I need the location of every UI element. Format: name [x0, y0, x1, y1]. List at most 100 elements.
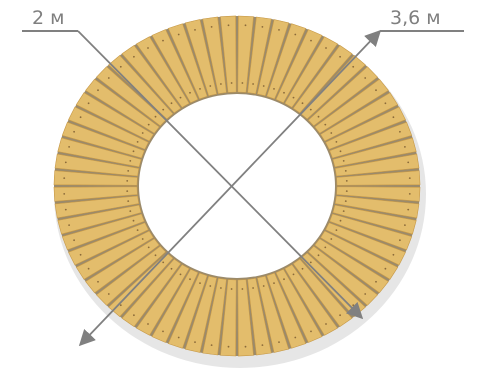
slat-bolt	[133, 314, 135, 317]
slat-bolt	[162, 108, 165, 111]
slat-bolt	[64, 208, 67, 211]
slat-bolt	[262, 285, 265, 287]
slat-bolt	[79, 253, 82, 256]
slat-bolt	[194, 341, 196, 343]
slat-bolt	[147, 323, 149, 325]
slat-bolt	[73, 239, 75, 242]
slat-bolt	[147, 47, 149, 49]
slat-bolt	[97, 280, 99, 283]
slat-bolt	[136, 229, 139, 232]
slat-bolt	[210, 344, 213, 346]
slat-bolt	[392, 116, 395, 119]
slat-bolt	[107, 293, 110, 295]
slat-bolt	[344, 170, 347, 172]
slat-bolt	[177, 33, 180, 36]
slat-bolt	[324, 123, 327, 126]
slat-bolt	[244, 24, 247, 27]
slat-bolt	[342, 210, 345, 213]
slat-bolt	[352, 304, 355, 307]
slat-bolt	[230, 288, 233, 290]
slat-bolt	[273, 282, 275, 284]
slat-bolt	[375, 89, 377, 92]
slat-bolt	[375, 280, 377, 283]
slat-bolt	[252, 83, 255, 85]
slat-bolt	[364, 77, 367, 79]
slat-bolt	[345, 190, 348, 193]
slat-bolt	[63, 193, 66, 195]
slat-bolt	[199, 88, 201, 90]
slat-bolt	[147, 246, 150, 249]
slat-bolt	[407, 208, 410, 211]
slat-bolt	[136, 141, 139, 143]
slat-bolt	[339, 219, 342, 222]
slat-bolt	[344, 200, 347, 203]
slat-bolt	[170, 102, 173, 105]
slat-bolt	[262, 85, 265, 87]
slat-bolt	[342, 160, 345, 162]
slat-bolt	[335, 229, 338, 232]
slat-bolt	[292, 273, 295, 276]
inner-diameter-label: 2 м	[32, 7, 65, 29]
slat-bolt	[141, 238, 144, 240]
slat-bolt	[87, 102, 90, 105]
slat-bolt	[330, 132, 333, 134]
slat-bolt	[129, 210, 132, 213]
slat-bolt	[278, 29, 280, 31]
slat-bolt	[294, 33, 297, 36]
slat-bolt	[310, 330, 312, 333]
slat-bolt	[339, 55, 341, 58]
slat-bolt	[292, 96, 295, 99]
slat-bolt	[64, 161, 67, 164]
slat-bolt	[189, 91, 191, 94]
slat-bolt	[261, 26, 264, 28]
slat-bolt	[79, 116, 82, 119]
slat-bolt	[97, 89, 99, 92]
slat-bolt	[127, 200, 130, 203]
slat-bolt	[133, 55, 135, 58]
slat-bolt	[209, 85, 212, 87]
slat-bolt	[194, 29, 196, 31]
slat-bolt	[209, 285, 212, 287]
slat-bolt	[408, 177, 411, 180]
slat-bolt	[273, 88, 275, 90]
slat-bolt	[325, 47, 327, 49]
slat-bolt	[162, 330, 164, 333]
slat-bolt	[177, 336, 180, 339]
slat-bolt	[179, 96, 182, 99]
slat-bolt	[154, 115, 157, 118]
slat-bolt	[210, 26, 213, 28]
slat-bolt	[404, 146, 406, 148]
slat-bolt	[324, 246, 327, 249]
slat-bolt	[241, 82, 244, 84]
slat-bolt	[162, 39, 164, 42]
slat-bolt	[141, 132, 144, 134]
slat-bolt	[132, 150, 135, 153]
slat-bolt	[63, 177, 66, 180]
slat-bolt	[227, 345, 230, 348]
slat-bolt	[252, 287, 255, 289]
slat-bolt	[408, 193, 411, 195]
slat-bolt	[87, 267, 90, 270]
slat-bolt	[230, 82, 233, 84]
slat-bolt	[283, 278, 285, 281]
slat-bolt	[68, 224, 70, 227]
slat-bolt	[310, 39, 312, 42]
slat-bolt	[127, 170, 130, 172]
slat-bolt	[325, 323, 327, 325]
slat-bolt	[392, 253, 395, 256]
slat-bolt	[199, 282, 201, 284]
slat-bolt	[132, 219, 135, 222]
slat-bolt	[294, 336, 297, 339]
slat-bolt	[220, 287, 222, 289]
slat-bolt	[309, 261, 312, 264]
slat-bolt	[119, 304, 122, 307]
slat-bolt	[317, 254, 320, 257]
slat-bolt	[241, 288, 244, 290]
slat-bolt	[227, 24, 230, 27]
slat-bolt	[399, 130, 401, 133]
slat-bolt	[179, 273, 182, 276]
slat-bolt	[162, 261, 165, 264]
outer-diameter-label: 3,6 м	[390, 7, 441, 29]
slat-bolt	[384, 267, 387, 270]
slat-bolt	[339, 314, 341, 317]
